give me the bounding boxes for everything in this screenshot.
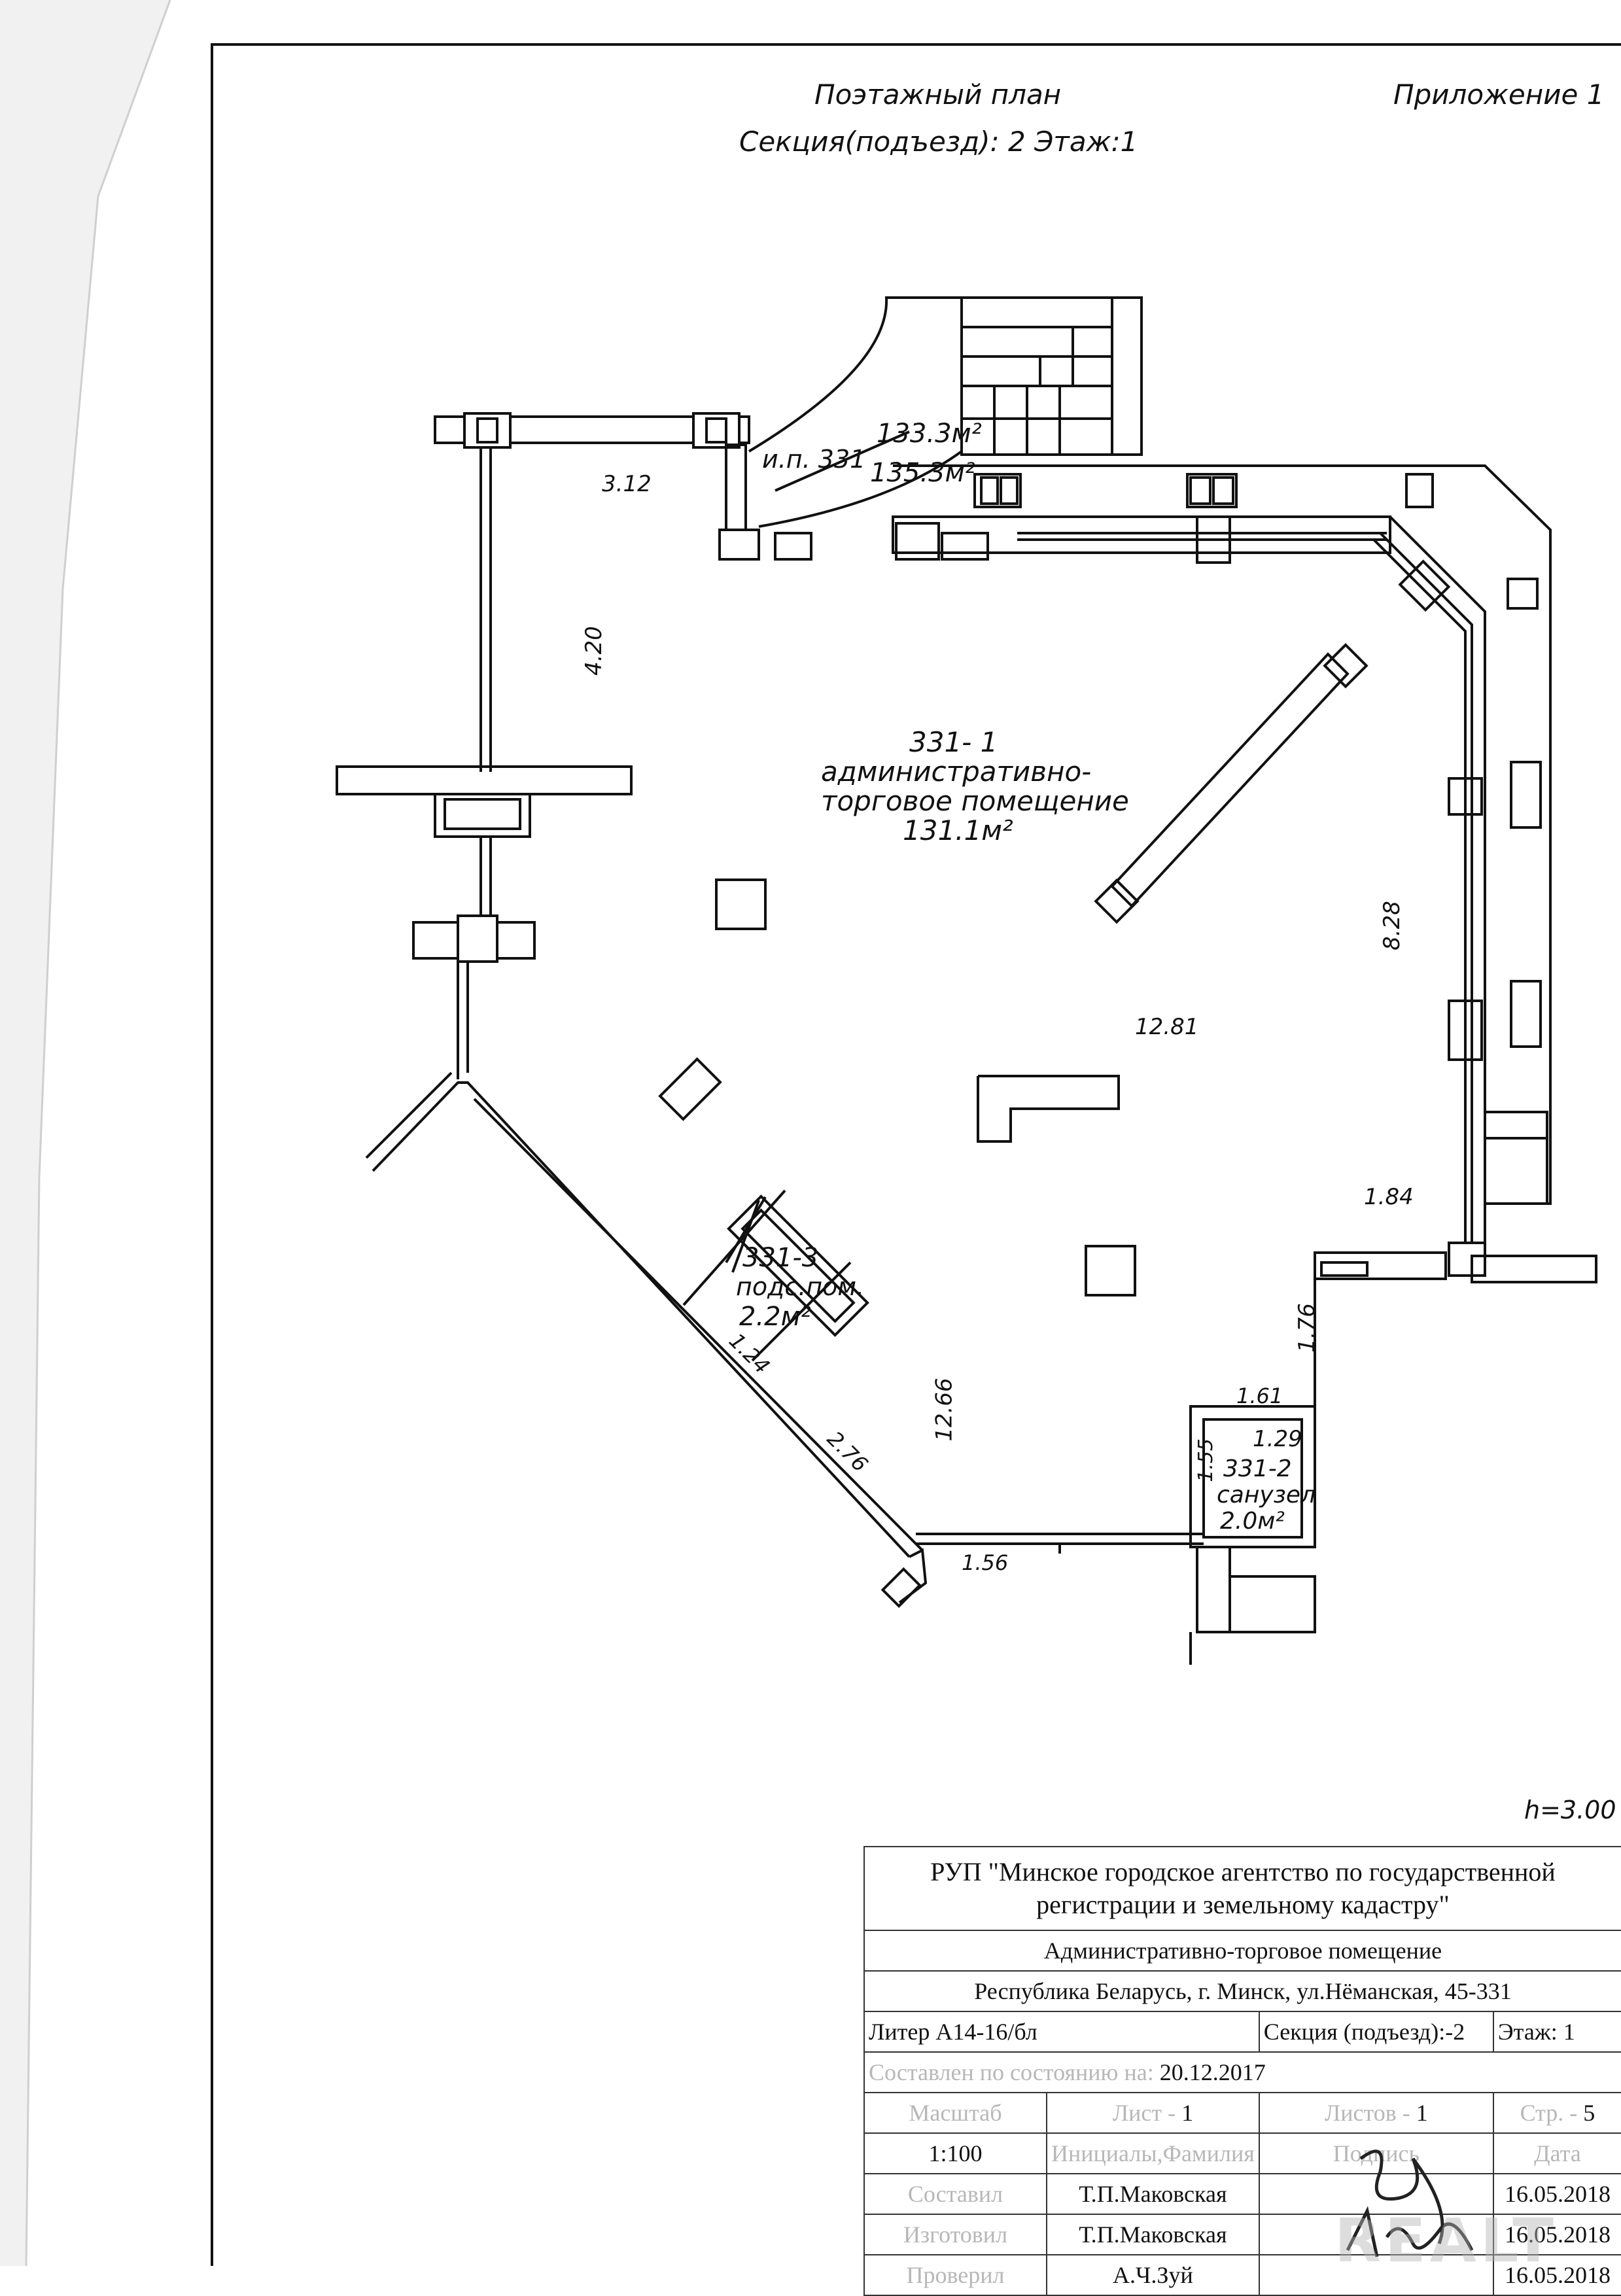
dim-4-20: 4.20	[580, 626, 607, 676]
room-331-2-dim-b: 1.29	[1253, 1426, 1302, 1452]
room-331-3-area: 2.2м²	[739, 1302, 811, 1332]
wall-mid-left	[336, 765, 633, 795]
stair-outline	[748, 296, 1113, 453]
drawing-frame	[211, 43, 1621, 2266]
page-value: 5	[1583, 2100, 1595, 2126]
page-label: Стр. -	[1520, 2100, 1578, 2126]
ceiling-height: h=3.00	[1524, 1796, 1616, 1824]
stair-block	[960, 296, 1113, 456]
room-331-1-name2: торговое помещение	[821, 785, 1129, 817]
signature-label: Подпись	[1258, 2132, 1494, 2174]
sheet-cell: Лист - 1	[1046, 2092, 1260, 2134]
paper-edge	[0, 0, 171, 2266]
date-label: Дата	[1492, 2132, 1621, 2174]
room-331-1-name1: административно-	[821, 756, 1092, 788]
name-2: А.Ч.Зуй	[1046, 2254, 1260, 2296]
dim-1-76: 1.76	[1293, 1303, 1320, 1353]
name-1: Т.П.Маковская	[1046, 2214, 1260, 2255]
room-331-3-number: 331-3	[742, 1243, 819, 1273]
role-1: Изготовил	[863, 2214, 1047, 2255]
object-address: Республика Беларусь, г. Минск, ул.Нёманс…	[863, 1970, 1621, 2012]
total-area-2: 135.3м²	[870, 458, 975, 488]
column	[1085, 1245, 1136, 1296]
state-row: Составлен по состоянию на: 20.12.2017	[863, 2051, 1621, 2093]
title-block: РУП "Минское городское агентство по госу…	[863, 1846, 1621, 2296]
floor-plan	[336, 296, 1597, 1665]
handwritten-signature	[1346, 2149, 1474, 2257]
scale-value: 1:100	[863, 2132, 1047, 2174]
state-label: Составлен по состоянию на:	[869, 2059, 1154, 2085]
sheet-value: 1	[1181, 2100, 1194, 2126]
dim-8-28: 8.28	[1378, 901, 1405, 950]
section: Секция (подъезд):-2	[1258, 2011, 1494, 2053]
room-331-2-number: 331-2	[1223, 1455, 1292, 1482]
role-0: Составил	[863, 2173, 1047, 2215]
sheets-label: Листов -	[1324, 2100, 1410, 2126]
sheets-value: 1	[1416, 2100, 1428, 2126]
floor: Этаж: 1	[1492, 2011, 1621, 2053]
total-area-1: 133.3м²	[877, 419, 982, 449]
appendix-label: Приложение 1	[1393, 78, 1605, 111]
sheets-cell: Листов - 1	[1258, 2092, 1494, 2134]
state-date: 20.12.2017	[1159, 2059, 1266, 2085]
page-cell: Стр. - 5	[1492, 2092, 1621, 2134]
date-0: 16.05.2018	[1492, 2173, 1621, 2215]
role-2: Проверил	[863, 2254, 1047, 2296]
dim-1-84: 1.84	[1364, 1184, 1414, 1210]
dim-12-81: 12.81	[1135, 1014, 1199, 1040]
object-name: Административно-торговое помещение	[863, 1930, 1621, 1972]
organization: РУП "Минское городское агентство по госу…	[863, 1846, 1621, 1931]
org-line-2: регистрации и земельному кадастру"	[1036, 1890, 1450, 1919]
plan-title: Поэтажный план	[814, 78, 1062, 111]
dim-1-56: 1.56	[962, 1550, 1009, 1575]
room-331-3-name: подс.пом.	[736, 1272, 865, 1301]
room-331-1-number: 331- 1	[909, 726, 998, 758]
dim-12-66: 12.66	[931, 1378, 958, 1442]
room-331-2-area: 2.0м²	[1220, 1508, 1285, 1535]
scale-label: Масштаб	[863, 2092, 1047, 2134]
room-331-1-area: 131.1м²	[903, 814, 1013, 846]
date-1: 16.05.2018	[1492, 2214, 1621, 2255]
ip-label: и.п. 331	[762, 445, 866, 474]
room-331-2-name: санузел	[1217, 1482, 1316, 1508]
initials-label: Инициалы,Фамилия	[1046, 2132, 1260, 2174]
column	[715, 878, 767, 930]
sheet-label: Лист -	[1112, 2100, 1176, 2126]
watermark: REALT	[1334, 2206, 1558, 2276]
dim-3-12: 3.12	[602, 471, 652, 497]
room-331-2-dim-a: 1.61	[1236, 1383, 1283, 1408]
wall-top-left	[434, 415, 750, 444]
name-0: Т.П.Маковская	[1046, 2173, 1260, 2215]
plan-subtitle: Секция(подъезд): 2 Этаж:1	[739, 126, 1138, 158]
room-331-2-dim-c: 1.55	[1194, 1438, 1217, 1482]
org-line-1: РУП "Минское городское агентство по госу…	[930, 1857, 1556, 1887]
liter: Литер А14-16/бл	[863, 2011, 1260, 2053]
